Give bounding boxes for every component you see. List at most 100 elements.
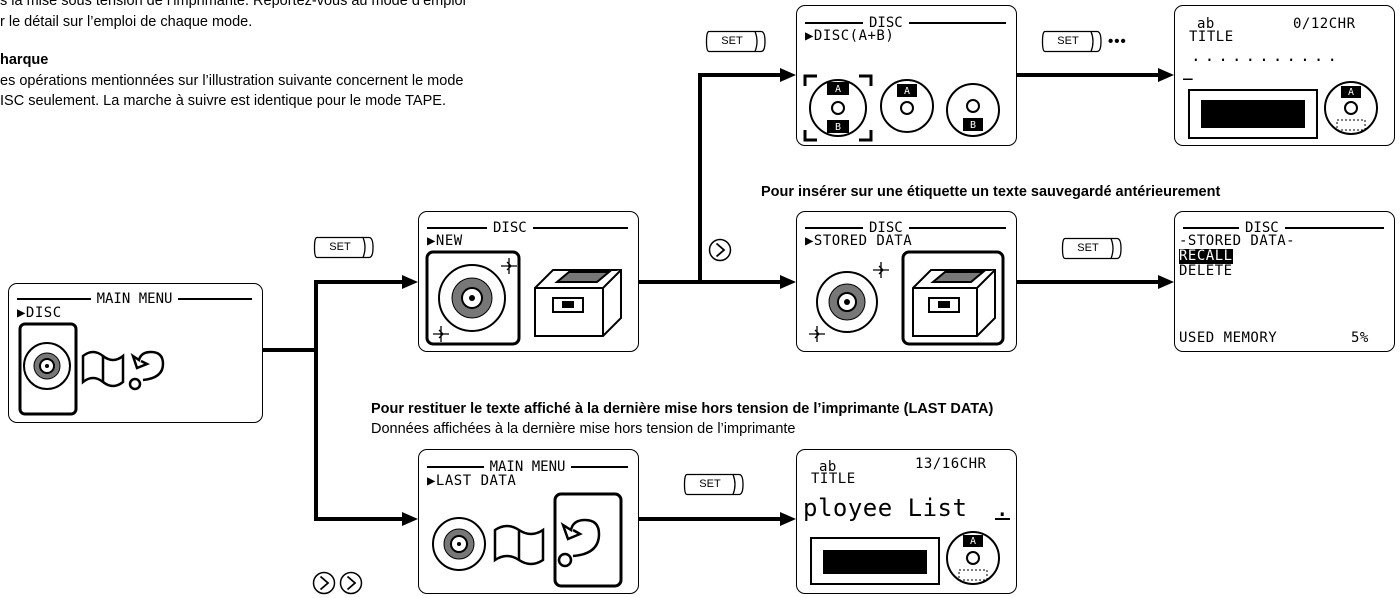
- intro-line-1: s la mise sous tension de l’imprimante. …: [0, 0, 466, 9]
- set-label: SET: [721, 35, 743, 47]
- selection-frame: [553, 492, 623, 588]
- disc-side-icons: AB A B: [803, 74, 1000, 142]
- disc-a-icon: A: [946, 531, 1000, 585]
- set-button[interactable]: SET: [313, 236, 375, 259]
- disc-icon: [816, 271, 878, 333]
- disc-a-icon: A: [1324, 81, 1378, 135]
- label-preview: A: [1188, 81, 1378, 139]
- lcd-menu-item: ▶LAST DATA: [427, 473, 517, 489]
- lcd-title-last-data: ab 13/16CHR TITLE ployee List . A: [796, 449, 1017, 594]
- lcd-cursor: _: [1183, 61, 1194, 80]
- set-button[interactable]: SET: [1041, 30, 1103, 53]
- lcd-header: MAIN MENU: [17, 290, 252, 307]
- arrowhead: [780, 512, 796, 526]
- drawer-icon: [534, 269, 622, 337]
- remark-line-2: ISC seulement. La marche à suivre est id…: [0, 93, 446, 109]
- key-outline-icon: [1041, 30, 1102, 53]
- disc-ab-icon: AB: [809, 79, 867, 137]
- mode-icons: [18, 322, 165, 416]
- lcd-sub-header: -STORED DATA-: [1179, 233, 1296, 249]
- set-button[interactable]: SET: [1061, 237, 1123, 260]
- tape-preview-fill: [823, 550, 927, 574]
- drawer-icon: [912, 269, 996, 337]
- disc-a-icon: A: [880, 79, 934, 133]
- lcd-title-text: ployee List: [803, 494, 968, 522]
- lcd-header: DISC: [427, 219, 628, 236]
- tape-icon: [493, 524, 545, 566]
- label-preview: A: [810, 531, 1000, 585]
- lcd-memory-label: USED MEMORY: [1179, 330, 1278, 346]
- remark-line-1: es opérations mentionnées sur l’illustra…: [0, 73, 464, 89]
- svg-text:A: A: [970, 536, 976, 547]
- key-outline-icon: [313, 236, 374, 259]
- set-label: SET: [1057, 35, 1079, 47]
- last-data-icon: [557, 518, 601, 568]
- lcd-cursor: .: [995, 494, 1010, 522]
- selection-brackets: [803, 74, 873, 142]
- key-outline-icon: [683, 473, 744, 496]
- sparkle-icon: [809, 262, 889, 342]
- set-button[interactable]: SET: [705, 30, 767, 53]
- caption-last-data: Pour restituer le texte affiché à la der…: [371, 401, 994, 417]
- lcd-option-recall: RECALL: [1179, 248, 1233, 264]
- lcd-header: DISC: [1183, 219, 1384, 236]
- lcd-option-delete: DELETE: [1179, 263, 1233, 279]
- right-arrow-key-icon[interactable]: [339, 571, 363, 595]
- set-label: SET: [329, 241, 351, 253]
- lcd-disc-new: DISC ▶NEW: [418, 211, 639, 352]
- selection-frame: [18, 322, 78, 416]
- arrowhead: [1158, 68, 1174, 82]
- right-arrow-key-icon[interactable]: [312, 571, 336, 595]
- svg-text:A: A: [904, 86, 910, 97]
- lcd-stored-data: DISC ▶STORED DATA: [796, 211, 1017, 352]
- lcd-main-menu-last-data: MAIN MENU ▶LAST DATA: [418, 449, 639, 594]
- last-data-icon: [128, 350, 165, 391]
- lcd-title-entry: ab 0/12CHR TITLE ........... _ A: [1174, 5, 1395, 146]
- lcd-menu-item: ▶STORED DATA: [805, 233, 913, 249]
- disc-new-icons: [425, 250, 622, 346]
- disc-icon: [432, 517, 486, 571]
- disc-icon: [438, 264, 506, 332]
- intro-line-2: r le détail sur l’emploi de chaque mode.: [0, 14, 253, 30]
- key-outline-icon: [1061, 237, 1122, 260]
- lcd-header: MAIN MENU: [427, 458, 628, 475]
- selection-frame: [425, 250, 521, 346]
- lcd-main-menu-disc: MAIN MENU ▶DISC: [8, 283, 263, 423]
- arrowhead: [780, 68, 796, 82]
- svg-text:B: B: [835, 122, 841, 133]
- lcd-menu-item: ▶DISC(A+B): [805, 28, 895, 44]
- lcd-input-mode: ab: [819, 459, 837, 475]
- caption-last-data-sub: Données affichées à la dernière mise hor…: [371, 421, 796, 437]
- svg-text:A: A: [1348, 87, 1354, 98]
- lcd-char-count: 13/16CHR: [915, 456, 987, 472]
- key-outline-icon: [705, 30, 766, 53]
- lcd-header: DISC: [805, 219, 1006, 236]
- lcd-menu-item: ▶DISC: [17, 305, 62, 321]
- tape-icon: [81, 350, 125, 388]
- arrowhead: [1158, 275, 1174, 289]
- repeat-dots: •••: [1108, 33, 1127, 50]
- arrowhead: [402, 275, 418, 289]
- set-label: SET: [1077, 242, 1099, 254]
- set-label: SET: [699, 478, 721, 490]
- set-button[interactable]: SET: [683, 473, 745, 496]
- lcd-field-label: TITLE: [811, 471, 856, 487]
- lcd-memory-value: 5%: [1351, 330, 1369, 346]
- arrowhead: [780, 275, 796, 289]
- disc-icon: [23, 342, 71, 390]
- arrowhead: [402, 512, 418, 526]
- lcd-header: DISC: [805, 14, 1006, 31]
- lcd-field-label: TITLE: [1189, 29, 1234, 45]
- lcd-input-mode: ab: [1197, 16, 1215, 32]
- lcd-char-count: 0/12CHR: [1293, 16, 1356, 32]
- mode-icons: [432, 492, 623, 588]
- sparkle-icon: [433, 258, 517, 342]
- svg-text:B: B: [970, 120, 976, 131]
- stored-data-icons: [809, 250, 1005, 346]
- right-arrow-key-icon[interactable]: [708, 238, 732, 262]
- remark-title: harque: [0, 52, 49, 68]
- lcd-menu-item: ▶NEW: [427, 233, 463, 249]
